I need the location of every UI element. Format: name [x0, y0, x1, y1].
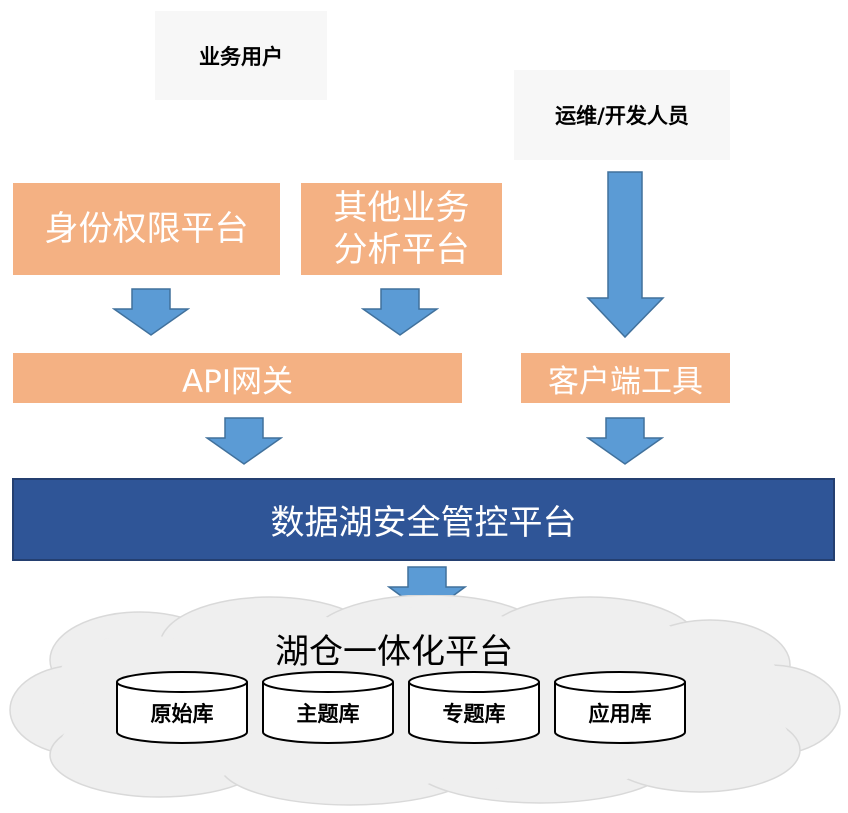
database-cylinder: 原始库 — [115, 670, 249, 746]
client-tools-box: 客户端工具 — [521, 353, 730, 403]
analysis-platform-box: 其他业务 分析平台 — [301, 183, 502, 275]
security-platform-label: 数据湖安全管控平台 — [270, 503, 577, 543]
identity-platform-box: 身份权限平台 — [13, 183, 280, 275]
security-platform-box: 数据湖安全管控平台 — [12, 478, 835, 561]
api-gateway-label: API网关 — [181, 363, 294, 400]
arrow-gateway-to-security — [205, 417, 283, 465]
analysis-platform-label-line1: 其他业务 — [333, 188, 470, 228]
ops-dev-user-box: 运维/开发人员 — [514, 70, 730, 160]
analysis-platform-label-line2: 分析平台 — [333, 230, 470, 270]
business-user-box: 业务用户 — [155, 11, 327, 100]
arrow-identity-to-gateway — [112, 288, 190, 336]
client-tools-label: 客户端工具 — [548, 363, 703, 400]
arrow-client-to-security — [586, 417, 664, 465]
database-cylinder: 专题库 — [407, 670, 541, 746]
identity-platform-label: 身份权限平台 — [44, 209, 249, 249]
database-cylinder: 主题库 — [261, 670, 395, 746]
arrow-analysis-to-gateway — [361, 288, 439, 336]
database-label: 主题库 — [296, 702, 360, 726]
database-label: 应用库 — [588, 702, 652, 726]
ops-dev-user-label: 运维/开发人员 — [555, 104, 689, 128]
business-user-label: 业务用户 — [199, 44, 283, 69]
database-cylinder: 应用库 — [553, 670, 687, 746]
arrow-ops-to-client-tools — [586, 171, 665, 339]
database-label: 专题库 — [442, 702, 506, 726]
api-gateway-box: API网关 — [13, 353, 462, 403]
lakehouse-title: 湖仓一体化平台 — [275, 632, 513, 672]
database-label: 原始库 — [150, 702, 214, 726]
